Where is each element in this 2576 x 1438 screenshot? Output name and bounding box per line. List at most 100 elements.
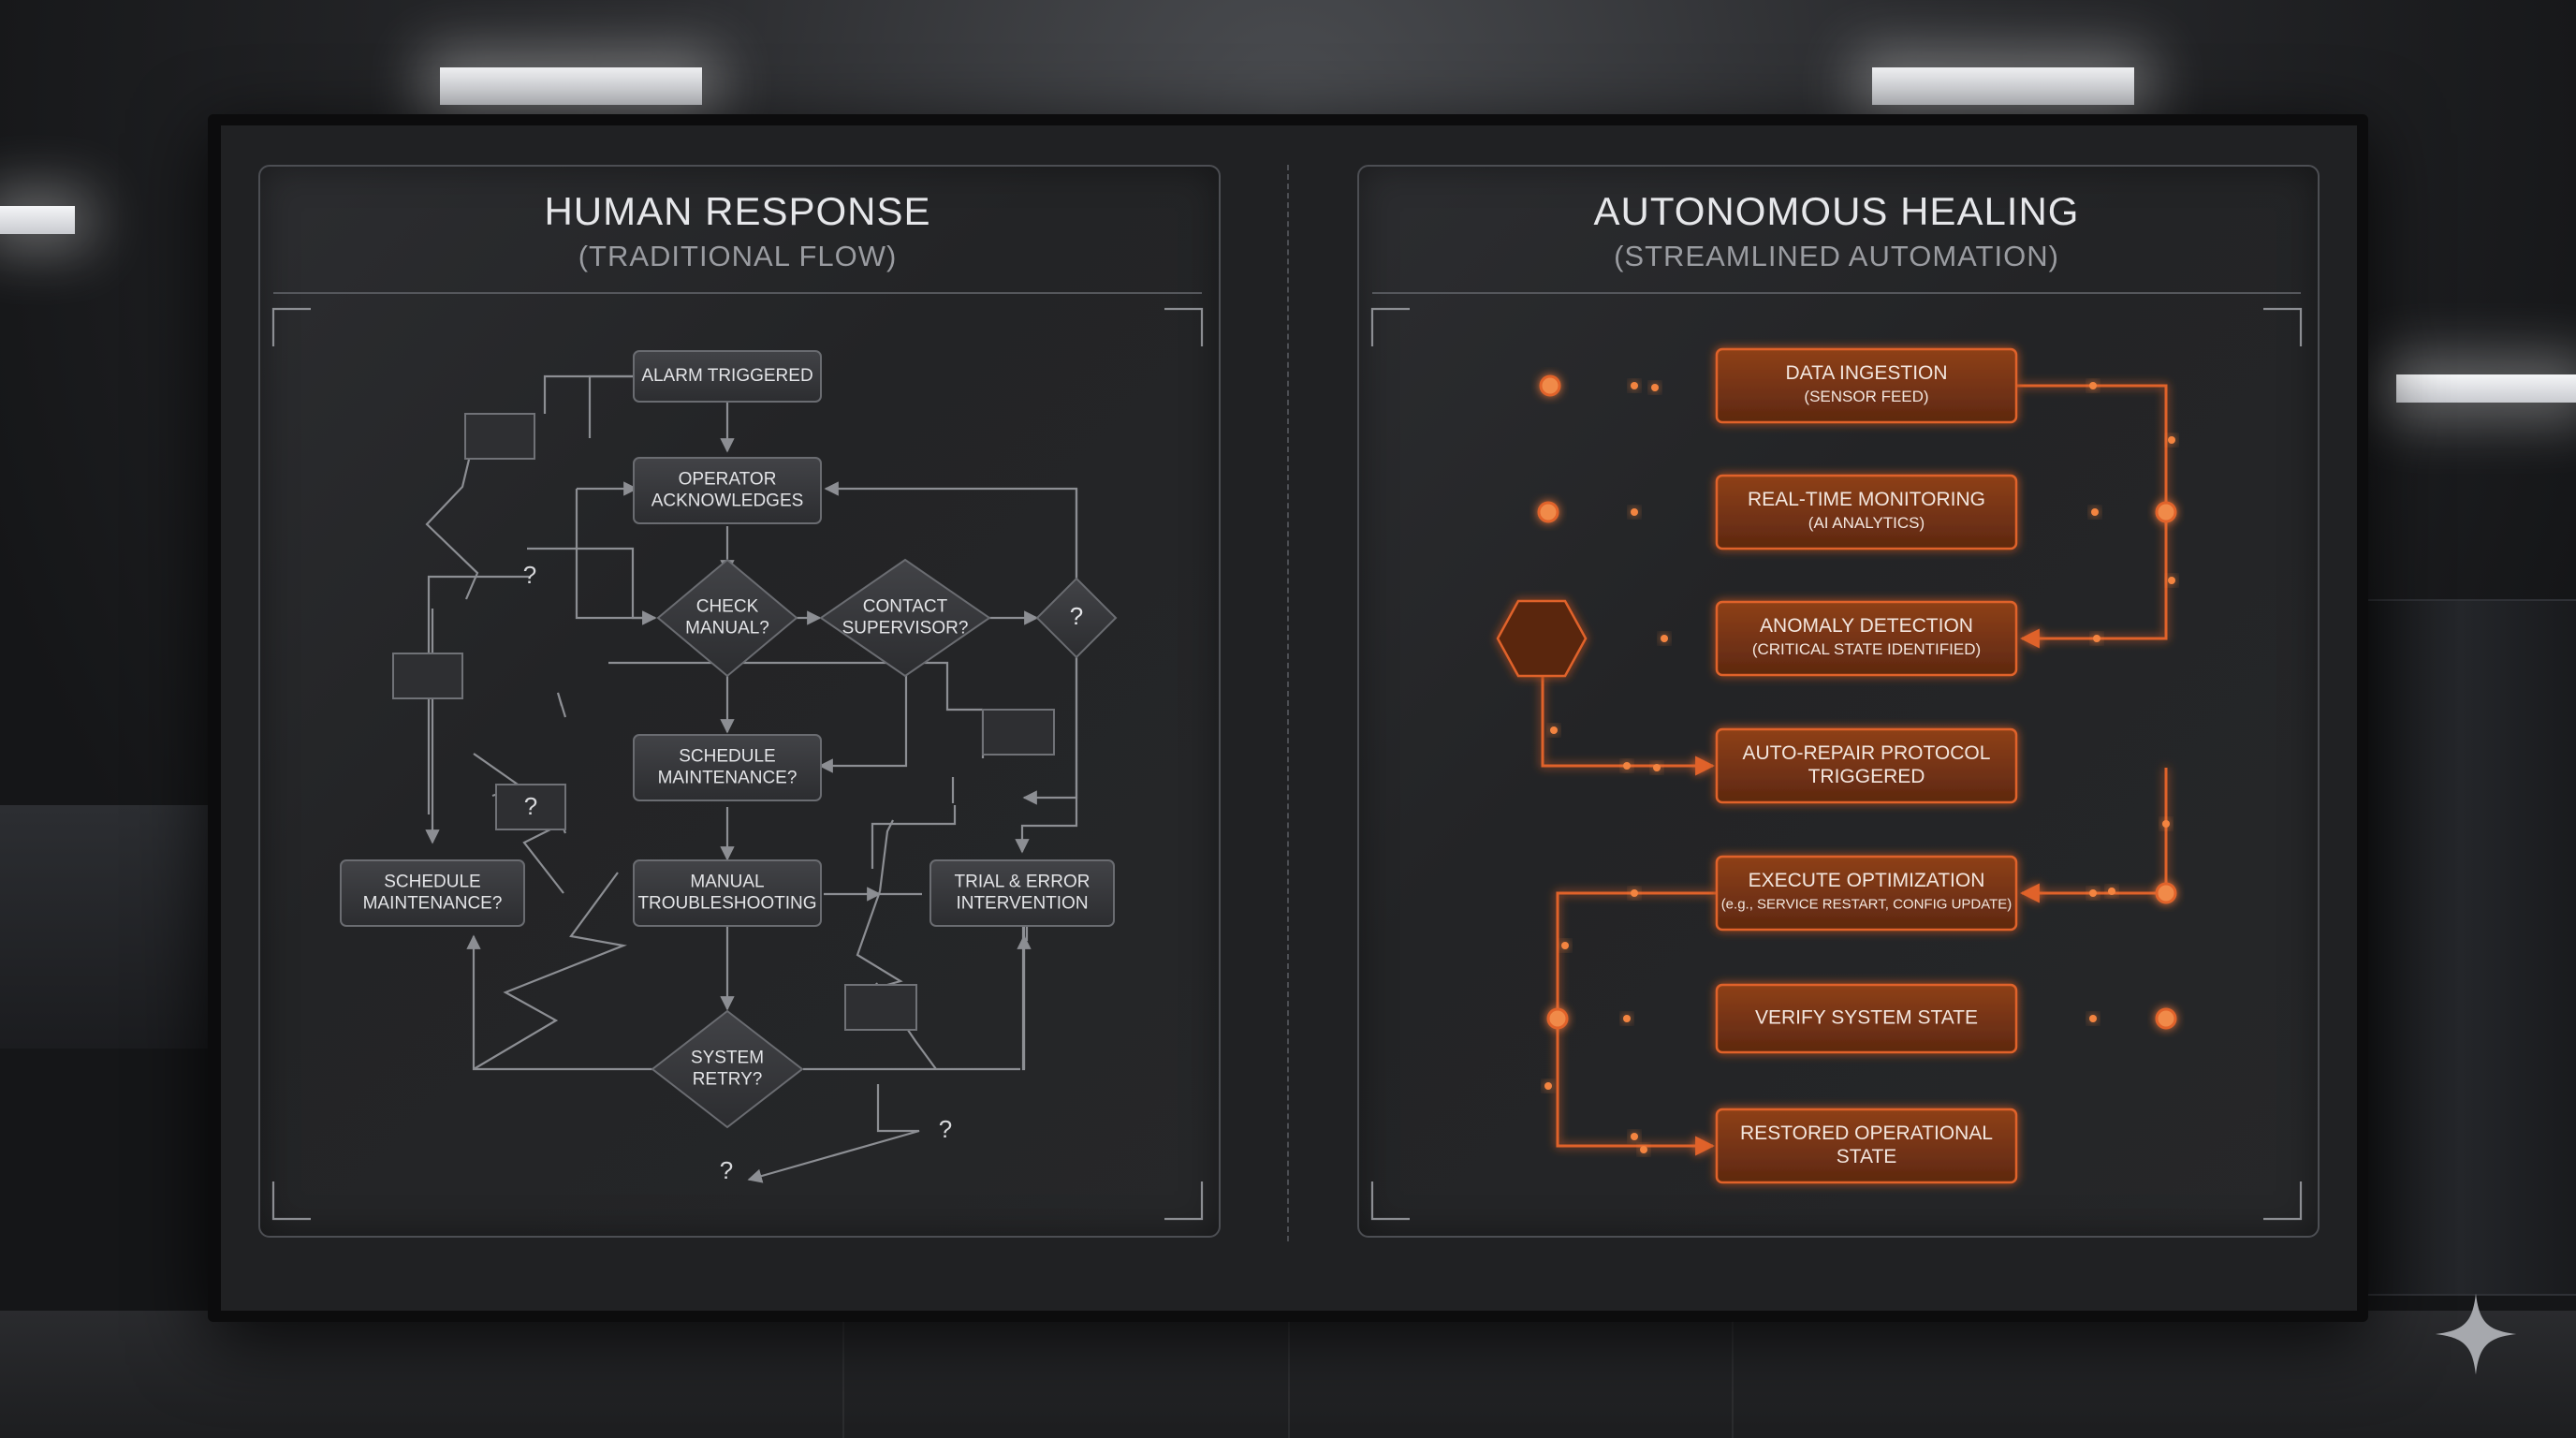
ceiling-light <box>1872 67 2134 105</box>
frame-corner <box>1370 307 1410 346</box>
flow-particle <box>1631 508 1638 516</box>
node-ingest-text: (SENSOR FEED) <box>1804 388 1928 405</box>
flow-particle <box>1544 1082 1552 1090</box>
node-monitor <box>1715 474 2018 550</box>
node-trial-text: INTERVENTION <box>956 894 1088 914</box>
flow-particle <box>2089 382 2097 389</box>
empty-box <box>392 653 463 699</box>
node-restored <box>1715 1108 2018 1184</box>
flow-particle <box>2168 577 2175 584</box>
node-contact-text: SUPERVISOR? <box>842 619 969 638</box>
frame-corner <box>2263 1181 2303 1221</box>
scribble <box>425 439 479 600</box>
flow-particle <box>1661 635 1668 642</box>
sparkle-icon <box>2435 1293 2517 1375</box>
node-retry-text: SYSTEM <box>691 1048 764 1067</box>
empty-box <box>844 984 917 1031</box>
node-sched_left-text: MAINTENANCE? <box>363 894 503 914</box>
flow-particle <box>2168 436 2175 444</box>
node-repair-text: AUTO-REPAIR PROTOCOL <box>1743 742 1991 764</box>
server-rack <box>2340 599 2576 1296</box>
node-verify <box>1715 983 2018 1054</box>
flow-particle <box>1623 1015 1631 1022</box>
node-anomaly <box>1715 600 2018 677</box>
hexagon-node <box>1496 599 1588 678</box>
autonomous-healing-panel <box>1357 165 2320 1238</box>
flow-particle <box>1631 889 1638 897</box>
node-sched_left <box>340 859 525 927</box>
frame-corner <box>2263 307 2303 346</box>
flow-particle <box>1631 1133 1638 1140</box>
flow-particle <box>1561 942 1569 949</box>
edge <box>818 672 908 773</box>
scribble <box>747 1084 920 1183</box>
flow-particle <box>2162 820 2170 828</box>
ceiling-light <box>440 67 702 105</box>
edge <box>466 934 653 1071</box>
node-contact <box>819 558 991 678</box>
node-alarm <box>633 350 822 403</box>
node-manual-text: TROUBLESHOOTING <box>637 894 816 914</box>
node-repair <box>1715 727 2018 804</box>
node-retry-text: RETRY? <box>693 1070 763 1090</box>
edge <box>1541 665 1716 776</box>
node-ingest <box>1715 347 2018 424</box>
node-ingest-text: DATA INGESTION <box>1785 362 1947 384</box>
floor-seam <box>842 1311 844 1438</box>
node-manual-text: MANUAL <box>690 872 764 891</box>
node-execute-text: (e.g., SERVICE RESTART, CONFIG UPDATE) <box>1721 896 2012 912</box>
scribble <box>556 692 567 718</box>
scribble <box>473 872 627 1070</box>
flow-particle <box>1631 382 1638 389</box>
question-mark: ? <box>939 1115 952 1143</box>
node-anomaly-text: (CRITICAL STATE IDENTIFIED) <box>1752 640 1981 658</box>
endpoint-dot <box>2155 1007 2177 1030</box>
node-sched_center-text: SCHEDULE <box>679 746 775 766</box>
node-alarm-text: ALARM TRIGGERED <box>641 366 812 386</box>
endpoint-dot <box>1539 374 1561 397</box>
node-q_diamond-text: ? <box>1070 602 1083 630</box>
ceiling-light <box>0 206 75 234</box>
scribble <box>878 819 894 892</box>
empty-box <box>464 413 535 460</box>
flow-particle <box>2091 508 2099 516</box>
right-panel-subtitle: (STREAMLINED AUTOMATION) <box>1614 240 2059 272</box>
node-contact-text: CONTACT <box>863 596 948 616</box>
floor <box>0 1311 2576 1438</box>
node-ack <box>633 457 822 524</box>
question-mark: ? <box>523 561 536 589</box>
node-sched_left-text: SCHEDULE <box>384 872 480 891</box>
frame-corner <box>1370 1181 1410 1221</box>
edge <box>608 661 983 712</box>
edge <box>2019 768 2168 903</box>
node-repair-text: TRIGGERED <box>1808 766 1925 787</box>
edge <box>575 489 657 625</box>
node-execute-text: EXECUTE OPTIMIZATION <box>1749 870 1985 891</box>
flow-particle <box>1651 384 1659 391</box>
frame-corner <box>1164 307 1204 346</box>
question-mark: ? <box>524 792 537 820</box>
edge <box>1015 609 1078 854</box>
edge <box>588 374 633 438</box>
edge <box>527 547 657 625</box>
control-console <box>0 805 215 1049</box>
node-ack-text: ACKNOWLEDGES <box>651 492 804 511</box>
node-sched_center <box>633 734 822 801</box>
flow-particle <box>1623 762 1631 770</box>
endpoint-dot <box>1546 1007 1569 1030</box>
node-monitor-text: (AI ANALYTICS) <box>1808 514 1925 532</box>
node-check <box>656 558 798 678</box>
left-panel-title: HUMAN RESPONSE <box>544 189 931 233</box>
node-ack-text: OPERATOR <box>679 469 777 489</box>
node-manual <box>633 859 822 927</box>
question-mark: ? <box>720 1156 733 1184</box>
node-monitor-text: REAL-TIME MONITORING <box>1748 489 1985 510</box>
node-restored-text: RESTORED OPERATIONAL <box>1740 1123 1993 1144</box>
left-title-rule <box>273 292 1202 294</box>
node-restored-text: STATE <box>1837 1146 1897 1167</box>
frame-corner <box>1164 1181 1204 1221</box>
node-execute <box>1715 855 2018 932</box>
floor-seam <box>1288 1311 1290 1438</box>
frame-corner <box>271 1181 311 1221</box>
